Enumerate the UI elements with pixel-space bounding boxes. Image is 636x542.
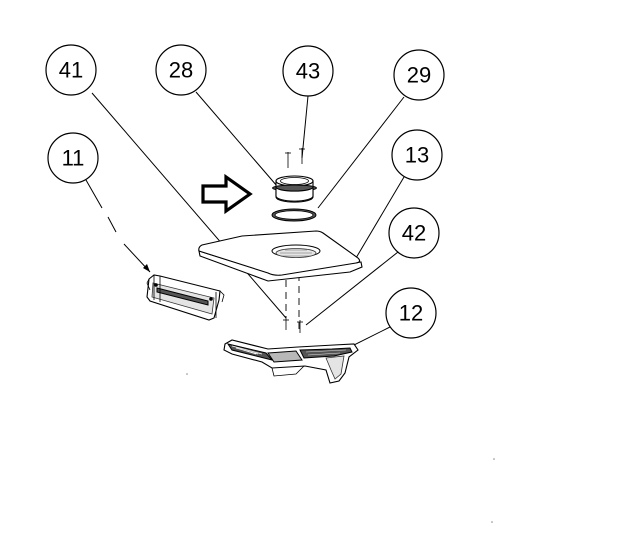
- callout-42: 42: [388, 207, 440, 259]
- speck: [491, 521, 493, 523]
- callout-label: 41: [59, 58, 83, 83]
- part-28-collar: [272, 175, 317, 203]
- speck: [493, 458, 495, 460]
- speck: [186, 373, 188, 375]
- leader-11-top: [85, 179, 103, 209]
- part-13-base-plate: [198, 230, 363, 282]
- part-29-oring: [271, 208, 317, 222]
- callout-label: 29: [407, 63, 431, 88]
- leader-41: [91, 92, 287, 319]
- callout-label: 43: [296, 59, 320, 84]
- callout-label: 11: [62, 146, 85, 171]
- leader-29: [317, 96, 405, 209]
- callout-label: 13: [405, 143, 429, 168]
- callout-43: 43: [282, 45, 334, 97]
- callout-label: 42: [402, 221, 426, 246]
- part-12-frame: [223, 339, 359, 384]
- leader-11-arrowhead: [143, 264, 150, 272]
- leader-42: [305, 251, 399, 326]
- part-43-screws: [285, 148, 305, 168]
- callout-12: 12: [385, 287, 437, 339]
- part-11-bracket: [146, 274, 225, 321]
- outline-arrow-right-icon: [201, 173, 253, 215]
- leader-lines: [85, 91, 405, 353]
- callout-29: 29: [393, 49, 445, 101]
- part-41-42-fasteners: [283, 318, 303, 333]
- leader-43: [301, 95, 309, 159]
- callout-label: 28: [169, 58, 193, 83]
- leader-11-mid: [107, 216, 117, 233]
- callout-11: 11: [47, 132, 99, 184]
- callout-13: 13: [391, 129, 443, 181]
- callout-28: 28: [155, 44, 207, 96]
- callout-41: 41: [45, 44, 97, 96]
- callout-label: 12: [399, 301, 423, 326]
- leader-13: [355, 176, 405, 259]
- leader-28: [195, 91, 278, 187]
